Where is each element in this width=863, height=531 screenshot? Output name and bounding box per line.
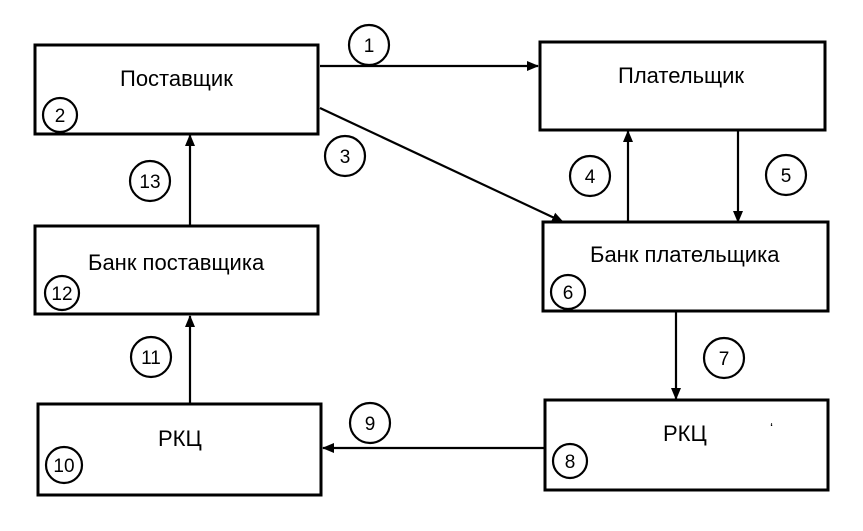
- rkc-left-box: РКЦ 10: [36, 402, 323, 497]
- step-3: 3: [323, 134, 367, 178]
- supplier-number: 2: [55, 106, 66, 127]
- payer-box: Плательщик: [538, 40, 827, 132]
- step-13: 13: [128, 159, 172, 203]
- svg-text:5: 5: [781, 166, 792, 187]
- payer-bank-label: Банк плательщика: [590, 242, 780, 267]
- rkc-left-label: РКЦ: [158, 426, 202, 451]
- supplier-bank-number: 12: [51, 284, 72, 305]
- arrow-3: [319, 107, 564, 223]
- step-1: 1: [347, 23, 391, 67]
- supplier-bank-box: Банк поставщика 12: [33, 224, 320, 316]
- stray-mark: ʻ: [770, 420, 773, 436]
- svg-text:13: 13: [139, 172, 160, 193]
- svg-text:1: 1: [364, 36, 375, 57]
- payer-bank-number: 6: [563, 283, 574, 304]
- svg-text:3: 3: [340, 147, 351, 168]
- svg-text:11: 11: [141, 348, 161, 369]
- rkc-right-label: РКЦ: [663, 421, 707, 446]
- step-11: 11: [129, 335, 173, 379]
- connectors: [185, 61, 743, 453]
- supplier-label: Поставщик: [120, 66, 233, 91]
- rkc-right-box: РКЦ 8 ʻ: [543, 398, 830, 492]
- payer-label: Плательщик: [618, 63, 744, 88]
- rkc-right-number: 8: [565, 452, 576, 473]
- rkc-left-number: 10: [53, 456, 74, 477]
- step-7: 7: [702, 336, 746, 380]
- step-4: 4: [568, 154, 612, 198]
- step-9: 9: [348, 401, 392, 445]
- svg-text:7: 7: [719, 349, 730, 370]
- supplier-bank-label: Банк поставщика: [88, 250, 265, 275]
- svg-text:9: 9: [365, 414, 376, 435]
- svg-text:4: 4: [585, 167, 596, 188]
- payer-bank-box: Банк плательщика 6: [541, 220, 830, 313]
- supplier-box: Поставщик 2: [33, 43, 320, 136]
- step-5: 5: [764, 153, 808, 197]
